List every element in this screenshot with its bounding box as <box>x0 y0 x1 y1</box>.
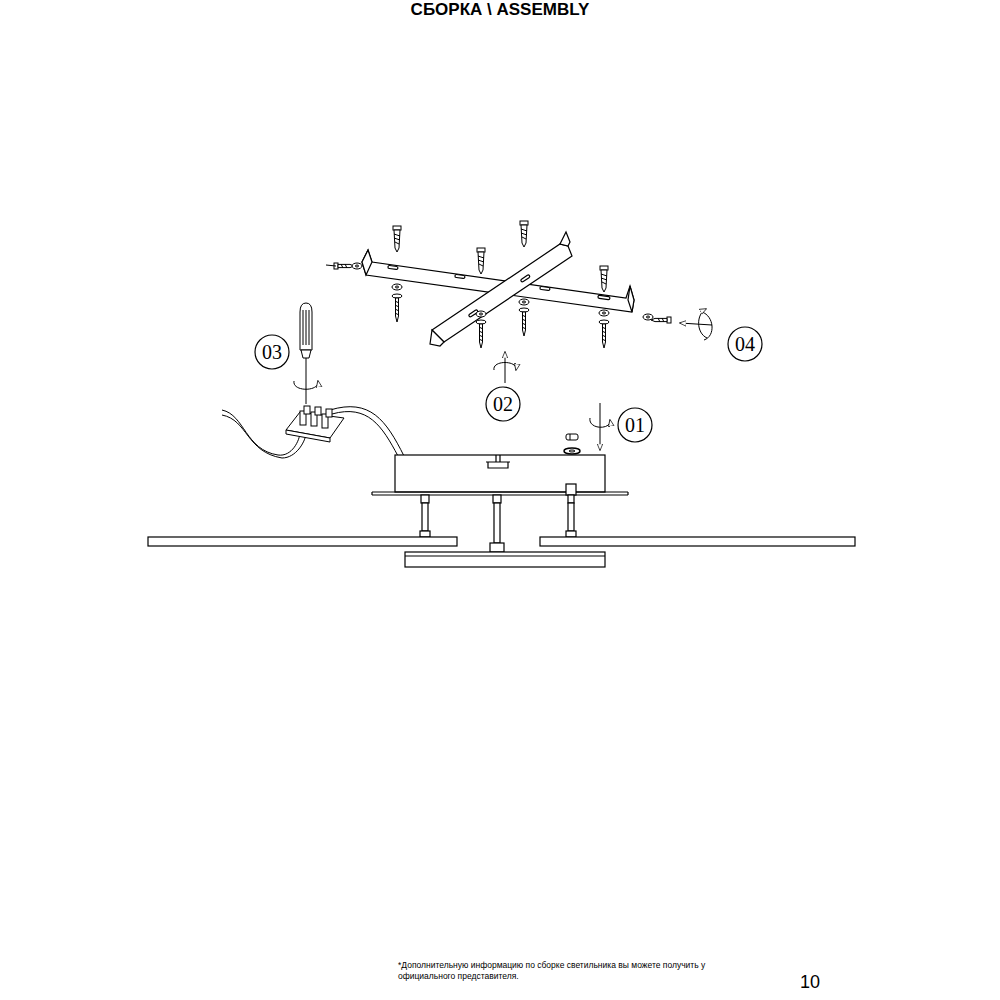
callout-number: 02 <box>493 394 513 414</box>
callout-number: 04 <box>735 334 755 354</box>
page-number: 10 <box>800 972 820 993</box>
callout-number: 03 <box>262 342 282 362</box>
callout-number: 01 <box>625 415 645 435</box>
page-title: СБОРКА \ ASSEMBLY <box>411 0 590 20</box>
footnote: *Дополнительную информацию по сборке све… <box>398 960 758 983</box>
